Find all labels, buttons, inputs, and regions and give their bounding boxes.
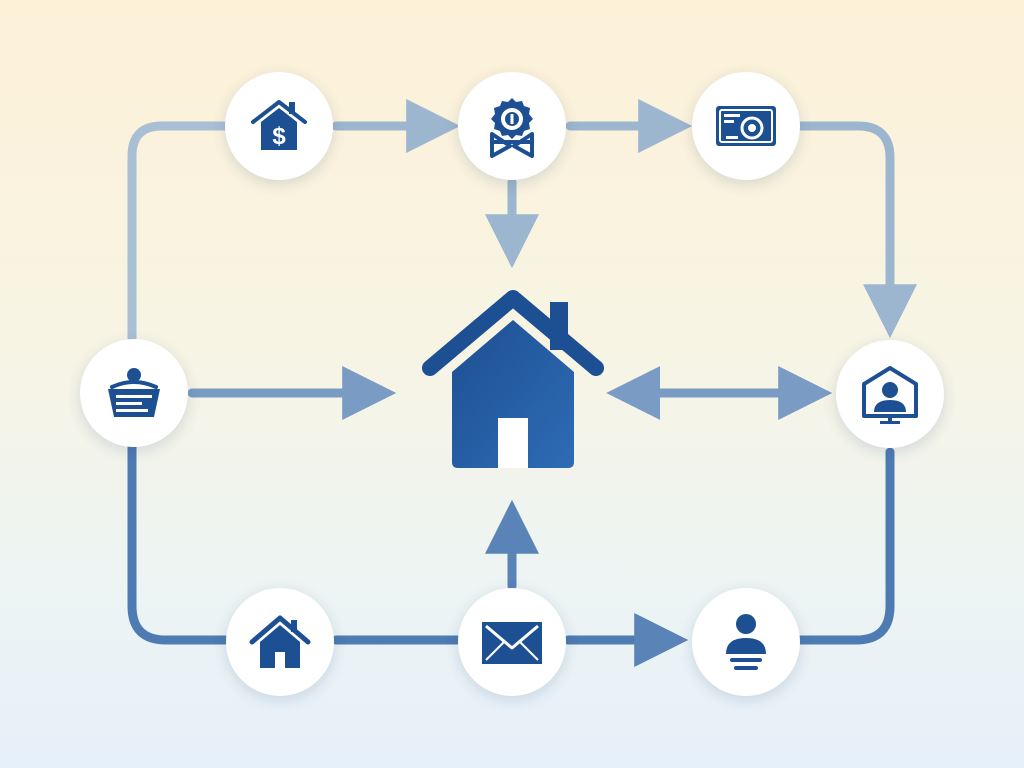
user-profile-icon xyxy=(726,614,766,670)
money-bill-icon xyxy=(716,106,776,146)
house-dollar-icon: $ xyxy=(251,100,307,150)
node-mid-right xyxy=(836,340,944,448)
node-bottom-left xyxy=(226,588,334,696)
node-top-left: $ xyxy=(225,72,333,180)
connector-frame-right-upper xyxy=(795,121,917,339)
connector-frame-right-lower xyxy=(795,447,895,645)
award-seal-icon xyxy=(490,98,534,158)
node-bottom-right xyxy=(692,588,800,696)
small-house-icon xyxy=(249,615,311,668)
node-mid-left xyxy=(80,339,188,447)
envelope-icon xyxy=(482,622,542,664)
user-home-monitor-icon xyxy=(862,366,918,424)
node-bottom-center xyxy=(458,588,566,696)
svg-text:$: $ xyxy=(272,123,286,150)
connector-frame-left xyxy=(127,121,237,343)
connector-frame-left-lower xyxy=(127,441,231,645)
node-top-right xyxy=(692,72,800,180)
home-icon xyxy=(422,290,604,468)
shopping-basket-icon xyxy=(108,368,160,417)
node-top-center xyxy=(458,72,566,180)
